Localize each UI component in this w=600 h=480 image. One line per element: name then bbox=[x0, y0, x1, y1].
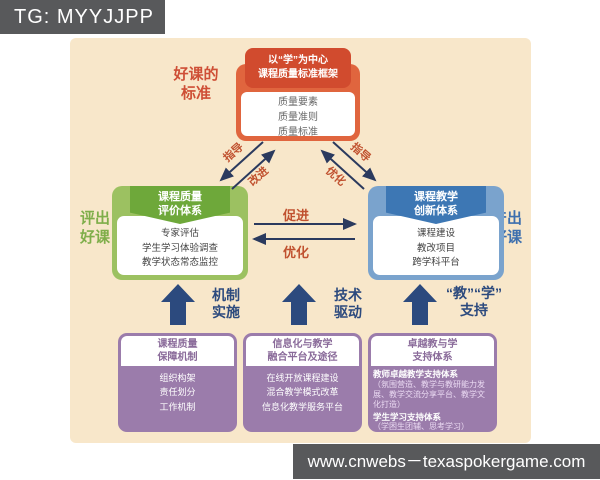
side-label-standard: 好课的 标准 bbox=[173, 66, 219, 102]
innovation-box-item: 教改项目 bbox=[416, 242, 455, 254]
foundation-line: 责任划分 bbox=[159, 387, 196, 398]
innovation-box-body: 课程建设 教改项目 跨学科平台 bbox=[373, 216, 499, 275]
innovation-box: 课程教学 创新体系 课程建设 教改项目 跨学科平台 bbox=[368, 186, 504, 280]
foundation-line: 信息化教学服务平台 bbox=[261, 401, 343, 412]
standard-box: 以“学”为中心 课程质量标准框架 质量要素 质量准则 质量标准 bbox=[236, 48, 360, 141]
foundation-line: 组织构架 bbox=[159, 373, 196, 383]
evaluation-box-body: 专家评估 学生学习体验调查 教学状态常态监控 bbox=[117, 216, 243, 275]
pillar-label-mechanism: 机制 实施 bbox=[212, 287, 240, 320]
side-label-evaluation: 评出 好课 bbox=[79, 210, 110, 246]
innovation-box-item: 课程建设 bbox=[416, 228, 455, 239]
foundation-body: 组织构架 责任划分 工作机制 bbox=[118, 366, 237, 414]
pillar-label-support: “教”“学” 支持 bbox=[446, 285, 502, 318]
foundation-section-head: 教师卓越教学支持体系 bbox=[373, 369, 459, 379]
standard-box-title: 以“学”为中心 课程质量标准框架 bbox=[245, 48, 351, 88]
foundation-section-detail: （学困生团辅、思考学习） bbox=[373, 422, 469, 432]
foundation-title: 卓越教与学 支持体系 bbox=[371, 336, 494, 366]
foundation-line: 混合教学模式改革 bbox=[266, 387, 339, 398]
arrow-label-promote: 促进 bbox=[283, 208, 310, 223]
arrow-label-optimize-mid: 优化 bbox=[283, 245, 310, 260]
evaluation-box-item: 教学状态常态监控 bbox=[141, 257, 218, 269]
standard-box-item: 质量标准 bbox=[278, 127, 318, 138]
foundation-section-detail: （氛围营造、教学与教研能力发展、教学交流分享平台、教学文化打造） bbox=[373, 379, 485, 409]
pillar-label-technology: 技术 驱动 bbox=[334, 287, 362, 320]
foundation-box-it-integration: 信息化与教学 融合平台及途径 在线开放课程建设 混合教学模式改革 信息化教学服务… bbox=[243, 333, 362, 432]
watermark-bar: www.cnwebs－texaspokergame.com bbox=[293, 444, 600, 479]
foundation-title: 信息化与教学 融合平台及途径 bbox=[246, 336, 359, 366]
foundation-line: 工作机制 bbox=[159, 401, 196, 412]
foundation-line: 在线开放课程建设 bbox=[266, 373, 339, 383]
foundation-body: 在线开放课程建设 混合教学模式改革 信息化教学服务平台 bbox=[243, 366, 362, 414]
evaluation-box-item: 学生学习体验调查 bbox=[141, 242, 218, 254]
foundation-box-quality-assurance: 课程质量 保障机制 组织构架 责任划分 工作机制 bbox=[118, 333, 237, 432]
standard-box-body: 质量要素 质量准则 质量标准 bbox=[241, 92, 355, 138]
foundation-section-head: 学生学习支持体系 bbox=[373, 411, 442, 422]
evaluation-box-item: 专家评估 bbox=[160, 228, 199, 239]
innovation-box-item: 跨学科平台 bbox=[412, 257, 460, 269]
standard-box-item: 质量要素 bbox=[278, 97, 318, 108]
foundation-body: 教师卓越教学支持体系 （氛围营造、教学与教研能力发展、教学交流分享平台、教学文化… bbox=[368, 366, 497, 432]
evaluation-box: 课程质量 评价体系 专家评估 学生学习体验调查 教学状态常态监控 bbox=[112, 186, 248, 280]
foundation-title: 课程质量 保障机制 bbox=[121, 336, 234, 366]
foundation-box-teaching-support: 卓越教与学 支持体系 教师卓越教学支持体系 （氛围营造、教学与教研能力发展、教学… bbox=[368, 333, 497, 432]
telegram-badge: TG: MYYJJPP bbox=[0, 0, 165, 34]
standard-box-item: 质量准则 bbox=[278, 112, 318, 123]
